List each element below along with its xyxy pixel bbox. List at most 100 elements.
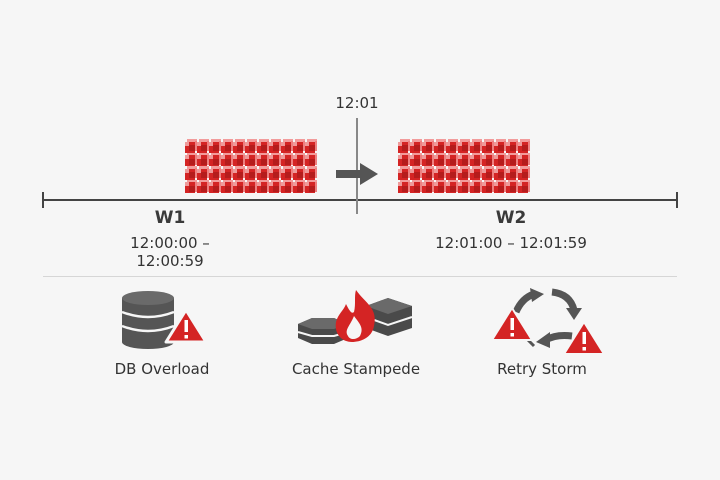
request-cube <box>245 152 257 166</box>
request-cube <box>410 166 422 180</box>
request-cube <box>197 179 209 193</box>
request-cube <box>233 166 245 180</box>
window-w1: W1 12:00:00 – 12:00:59 <box>100 208 240 270</box>
request-cube <box>305 166 317 180</box>
request-cube <box>257 139 269 153</box>
request-cube <box>269 152 281 166</box>
request-cube <box>494 166 506 180</box>
window-w2: W2 12:01:00 – 12:01:59 <box>426 208 596 252</box>
window-name: W2 <box>495 208 527 228</box>
request-cube <box>293 152 305 166</box>
timeline-end-tick <box>676 192 678 208</box>
request-cube <box>422 179 434 193</box>
request-cube <box>221 179 233 193</box>
request-cube <box>446 139 458 153</box>
request-cube <box>185 139 197 153</box>
request-cube <box>185 166 197 180</box>
request-cube <box>482 139 494 153</box>
request-cube <box>305 139 317 153</box>
request-cube <box>305 179 317 193</box>
request-cube <box>209 152 221 166</box>
request-cube <box>197 166 209 180</box>
request-cube <box>518 139 530 153</box>
request-cube <box>221 152 233 166</box>
request-cube <box>458 166 470 180</box>
boundary-label: 12:01 <box>335 94 379 112</box>
consequence-label: Cache Stampede <box>291 360 421 378</box>
request-cube <box>233 179 245 193</box>
request-cube <box>221 166 233 180</box>
request-cube <box>305 152 317 166</box>
request-cube <box>518 152 530 166</box>
consequence-label: DB Overload <box>114 360 210 378</box>
request-cube <box>518 179 530 193</box>
request-cube <box>209 179 221 193</box>
request-cube <box>494 179 506 193</box>
request-cube <box>209 139 221 153</box>
timeline-axis <box>43 199 677 201</box>
request-cube <box>434 152 446 166</box>
request-cube <box>185 179 197 193</box>
request-cube <box>245 166 257 180</box>
request-cube <box>470 139 482 153</box>
request-cube <box>410 152 422 166</box>
section-divider <box>43 276 677 277</box>
request-cube <box>470 166 482 180</box>
request-cube <box>470 179 482 193</box>
request-cube <box>209 166 221 180</box>
retry-cycle-warning-icon <box>491 288 605 355</box>
boundary-line <box>356 118 358 214</box>
window-range: 12:01:00 – 12:01:59 <box>435 234 587 252</box>
request-cube <box>398 152 410 166</box>
request-cube <box>446 166 458 180</box>
request-cube <box>269 179 281 193</box>
request-cube <box>221 139 233 153</box>
request-cube <box>470 152 482 166</box>
request-cube <box>458 179 470 193</box>
request-cube <box>422 152 434 166</box>
timeline-start-tick <box>42 192 44 208</box>
request-cube <box>494 152 506 166</box>
request-cube <box>422 139 434 153</box>
request-cube <box>233 152 245 166</box>
request-cube <box>293 166 305 180</box>
request-cube <box>434 139 446 153</box>
request-cube <box>446 179 458 193</box>
database-warning-icon <box>121 291 208 349</box>
request-cube <box>197 152 209 166</box>
window-range: 12:00:00 – 12:00:59 <box>130 234 210 270</box>
request-cube <box>233 139 245 153</box>
request-cube <box>185 152 197 166</box>
request-cube <box>410 139 422 153</box>
request-cube <box>245 139 257 153</box>
request-cube <box>269 139 281 153</box>
request-cube <box>506 166 518 180</box>
request-cube <box>482 179 494 193</box>
request-cube <box>269 166 281 180</box>
request-cube <box>482 166 494 180</box>
request-cube <box>506 179 518 193</box>
request-cube <box>281 179 293 193</box>
request-cube <box>293 139 305 153</box>
request-block-w2 <box>398 139 530 193</box>
request-cube <box>245 179 257 193</box>
request-cube <box>494 139 506 153</box>
request-cube <box>197 139 209 153</box>
request-cube <box>518 166 530 180</box>
request-cube <box>458 152 470 166</box>
window-name: W1 <box>154 208 186 228</box>
request-cube <box>422 166 434 180</box>
request-cube <box>458 139 470 153</box>
request-cube <box>434 179 446 193</box>
request-cube <box>506 152 518 166</box>
request-cube <box>293 179 305 193</box>
request-cube <box>281 139 293 153</box>
request-cube <box>506 139 518 153</box>
request-cube <box>434 166 446 180</box>
request-cube <box>281 166 293 180</box>
request-cube <box>398 166 410 180</box>
request-cube <box>257 166 269 180</box>
request-cube <box>257 152 269 166</box>
arrow-right-icon <box>336 163 378 185</box>
request-cube <box>398 179 410 193</box>
